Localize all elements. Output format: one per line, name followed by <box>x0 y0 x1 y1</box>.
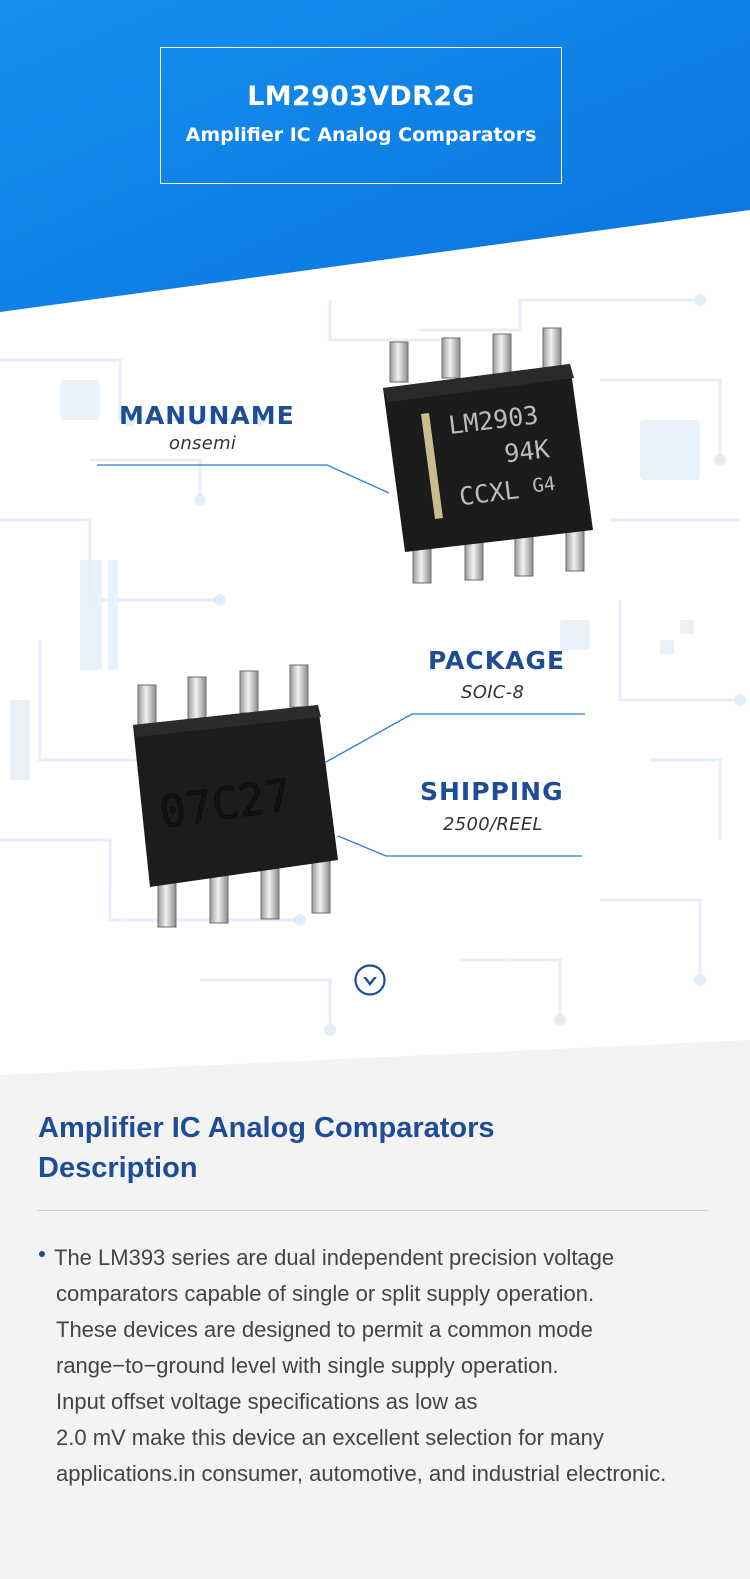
description-title: Amplifier IC Analog Comparators Descript… <box>38 1108 598 1188</box>
description-line: Input offset voltage specifications as l… <box>56 1389 478 1414</box>
circuit-background <box>0 294 746 1036</box>
header-banner <box>0 0 750 312</box>
description-line: These devices are designed to permit a c… <box>56 1317 593 1342</box>
hero-section: LM2903VDR2G Amplifier IC Analog Comparat… <box>0 0 750 1036</box>
description-line: 2.0 mV make this device an excellent sel… <box>56 1425 604 1450</box>
description-title-line2: Description <box>38 1152 198 1184</box>
chip-top-marking-line4: G4 <box>531 473 556 498</box>
spec-shipping-label: SHIPPING <box>420 777 564 806</box>
description-line: The LM393 series are dual independent pr… <box>54 1245 615 1270</box>
description-body: The LM393 series are dual independent pr… <box>54 1240 744 1492</box>
chevron-down-circle-icon[interactable] <box>353 963 387 997</box>
description-divider <box>37 1210 708 1211</box>
description-section <box>0 1040 750 1579</box>
description-line: comparators capable of single or split s… <box>56 1281 595 1306</box>
chip-top-marking-line2: 94K <box>503 434 551 468</box>
spec-shipping-value: 2500/REEL <box>443 814 543 835</box>
part-number-title: LM2903VDR2G <box>247 81 475 112</box>
description-title-line1: Amplifier IC Analog Comparators <box>38 1112 495 1144</box>
spec-manufacturer-value: onsemi <box>169 433 237 454</box>
chip-image-bottom: 07C27 <box>133 664 338 928</box>
bullet-icon <box>39 1251 45 1257</box>
chip-image-top: LM2903 94K CCXL G4 <box>383 327 593 584</box>
product-subtitle: Amplifier IC Analog Comparators <box>185 124 537 146</box>
description-line: applications.in consumer, automotive, an… <box>56 1461 667 1486</box>
title-box: LM2903VDR2G Amplifier IC Analog Comparat… <box>160 47 562 184</box>
description-line: range−to−ground level with single supply… <box>56 1353 559 1378</box>
spec-package-label: PACKAGE <box>428 646 566 675</box>
spec-manufacturer-label: MANUNAME <box>119 401 295 430</box>
spec-package-value: SOIC-8 <box>461 682 525 703</box>
